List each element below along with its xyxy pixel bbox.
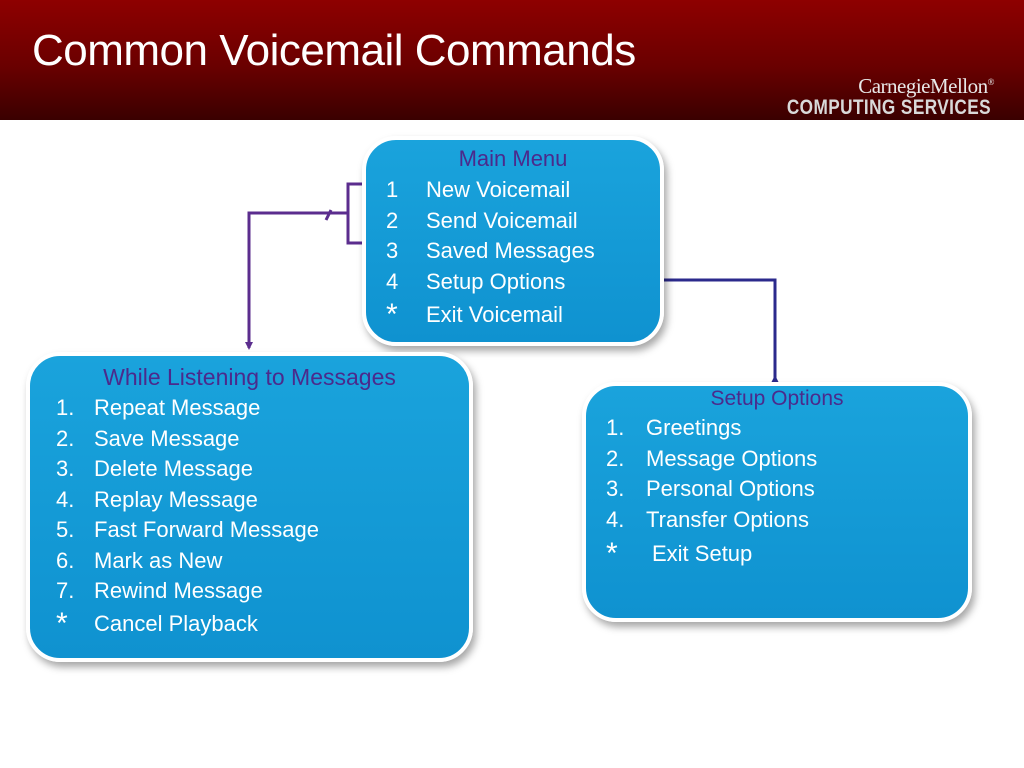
item-label: Exit Voicemail bbox=[426, 302, 563, 327]
item-key: 3 bbox=[386, 238, 399, 263]
listening-title: While Listening to Messages bbox=[103, 364, 396, 390]
item-label: New Voicemail bbox=[426, 177, 571, 202]
item-label: Rewind Message bbox=[94, 578, 263, 603]
asterisk-key: * bbox=[386, 298, 398, 331]
item-label: Save Message bbox=[94, 425, 240, 451]
list-item: 3 Saved Messages bbox=[386, 236, 650, 267]
cmu-logo-wordmark: CarnegieMellon® bbox=[858, 74, 994, 99]
main-menu-box: Main Menu 1 New Voicemail 2 Send Voicemail… bbox=[362, 136, 664, 346]
list-item: * Cancel Playback bbox=[56, 606, 459, 640]
setup-options-list: 1. Greetings 2. Message Options 3. Personal… bbox=[606, 413, 958, 570]
setup-options-title: Setup Options bbox=[710, 387, 844, 410]
cmu-logo-registered: ® bbox=[987, 77, 995, 87]
item-key: 4 bbox=[386, 268, 399, 294]
item-key: 6. bbox=[56, 547, 75, 573]
list-item: 7. Rewind Message bbox=[56, 576, 459, 607]
item-key: 3. bbox=[56, 456, 75, 481]
list-item: * Exit Voicemail bbox=[386, 298, 650, 331]
slide-header: Common Voicemail Commands CarnegieMellon… bbox=[0, 0, 1024, 120]
item-label: Message Options bbox=[646, 445, 818, 471]
item-key: 4. bbox=[56, 486, 75, 512]
item-label: Fast Forward Message bbox=[94, 517, 319, 542]
list-item: * Exit Setup bbox=[606, 537, 958, 570]
listening-commands-box: While Listening to Messages 1. Repeat Mes… bbox=[26, 352, 473, 662]
item-label: Cancel Playback bbox=[94, 610, 258, 636]
item-label: Transfer Options bbox=[646, 506, 810, 532]
item-label: Replay Message bbox=[94, 486, 258, 512]
item-key: 2 bbox=[386, 207, 399, 233]
list-item: 6. Mark as New bbox=[56, 546, 459, 577]
item-label: Personal Options bbox=[646, 476, 815, 501]
main-menu-title: Main Menu bbox=[458, 146, 568, 171]
computing-services-wordmark: COMPUTING SERVICES bbox=[786, 96, 991, 119]
main-menu-list: 1 New Voicemail 2 Send Voicemail 3 Saved Me… bbox=[386, 175, 650, 331]
list-item: 1. Repeat Message bbox=[56, 393, 459, 424]
arrow-to-listening bbox=[245, 211, 348, 350]
item-key: 2. bbox=[56, 425, 75, 451]
slide-title: Common Voicemail Commands bbox=[32, 26, 636, 75]
item-key: 1. bbox=[606, 415, 625, 440]
list-item: 4 Setup Options bbox=[386, 267, 650, 298]
item-key: 1. bbox=[56, 395, 75, 420]
list-item: 2 Send Voicemail bbox=[386, 206, 650, 237]
list-item: 4. Transfer Options bbox=[606, 505, 958, 536]
asterisk-key: * bbox=[56, 606, 68, 640]
listening-list: 1. Repeat Message 2. Save Message 3. Delete… bbox=[56, 393, 459, 639]
item-key: 2. bbox=[606, 445, 625, 471]
list-item: 5. Fast Forward Message bbox=[56, 515, 459, 546]
list-item: 2. Message Options bbox=[606, 444, 958, 475]
item-key: 5. bbox=[56, 517, 75, 542]
list-item: 3. Delete Message bbox=[56, 454, 459, 485]
list-item: 4. Replay Message bbox=[56, 485, 459, 516]
setup-options-box: Setup Options 1. Greetings 2. Message Opti… bbox=[582, 382, 972, 622]
item-label: Setup Options bbox=[426, 268, 566, 294]
item-label: Mark as New bbox=[94, 547, 223, 573]
list-item: 2. Save Message bbox=[56, 424, 459, 455]
item-label: Delete Message bbox=[94, 456, 253, 481]
list-item: 1 New Voicemail bbox=[386, 175, 650, 206]
asterisk-key: * bbox=[606, 537, 618, 570]
item-key: 7. bbox=[56, 578, 75, 603]
cmu-logo-name: CarnegieMellon bbox=[858, 74, 988, 98]
item-label: Send Voicemail bbox=[426, 207, 578, 233]
list-item: 1. Greetings bbox=[606, 413, 958, 444]
item-label: Exit Setup bbox=[652, 541, 753, 566]
list-item: 3. Personal Options bbox=[606, 474, 958, 505]
bracket-tick bbox=[324, 209, 333, 221]
item-label: Greetings bbox=[646, 415, 742, 440]
item-label: Repeat Message bbox=[94, 395, 261, 420]
item-key: 1 bbox=[386, 177, 399, 202]
item-label: Saved Messages bbox=[426, 238, 595, 263]
item-key: 4. bbox=[606, 506, 625, 532]
item-key: 3. bbox=[606, 476, 625, 501]
